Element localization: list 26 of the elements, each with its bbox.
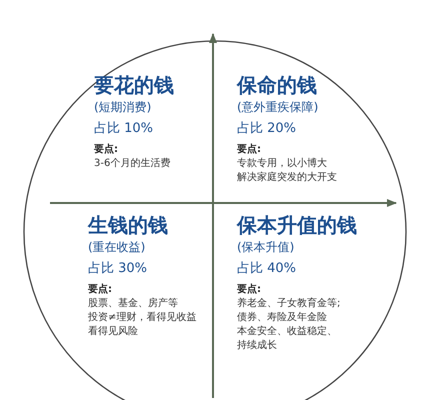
quadrant-title: 保本升值的钱 [237, 213, 357, 237]
quadrant-title: 要花的钱 [94, 73, 174, 97]
key-point-text: 债券、寿险及年金险 [237, 312, 327, 323]
key-point-text: 养老金、子女教育金等; [237, 298, 340, 309]
share-text: 占比 20% [237, 121, 296, 136]
share-text: 占比 40% [237, 261, 296, 276]
quadrant-title: 保命的钱 [237, 73, 317, 97]
key-point-text: 专款专用，以小博大 [237, 158, 327, 169]
key-points-label: 要点: [237, 144, 261, 155]
key-point-text: 持续成长 [237, 340, 277, 351]
share-text: 占比 10% [94, 121, 154, 136]
share-text: 占比 30% [88, 261, 148, 276]
key-points-label: 要点: [88, 284, 112, 295]
key-point-text: 股票、基金、房产等 [88, 298, 178, 309]
quadrant-subtitle: (重在收益) [88, 240, 146, 254]
key-point-text: 看得见风险 [88, 326, 138, 337]
key-point-text: 投资≠理财，看得见收益 [88, 312, 196, 323]
quadrant-title: 生钱的钱 [88, 213, 168, 237]
quadrant-subtitle: (短期消费) [94, 100, 152, 114]
key-point-text: 本金安全、收益稳定、 [237, 326, 337, 337]
key-point-text: 解决家庭突发的大开支 [237, 172, 337, 183]
key-points-label: 要点: [94, 144, 118, 155]
quadrant-subtitle: (意外重疾保障) [237, 100, 318, 114]
quadrant-subtitle: (保本升值) [237, 240, 294, 254]
key-points-label: 要点: [237, 284, 261, 295]
key-point-text: 3-6个月的生活费 [94, 158, 170, 169]
